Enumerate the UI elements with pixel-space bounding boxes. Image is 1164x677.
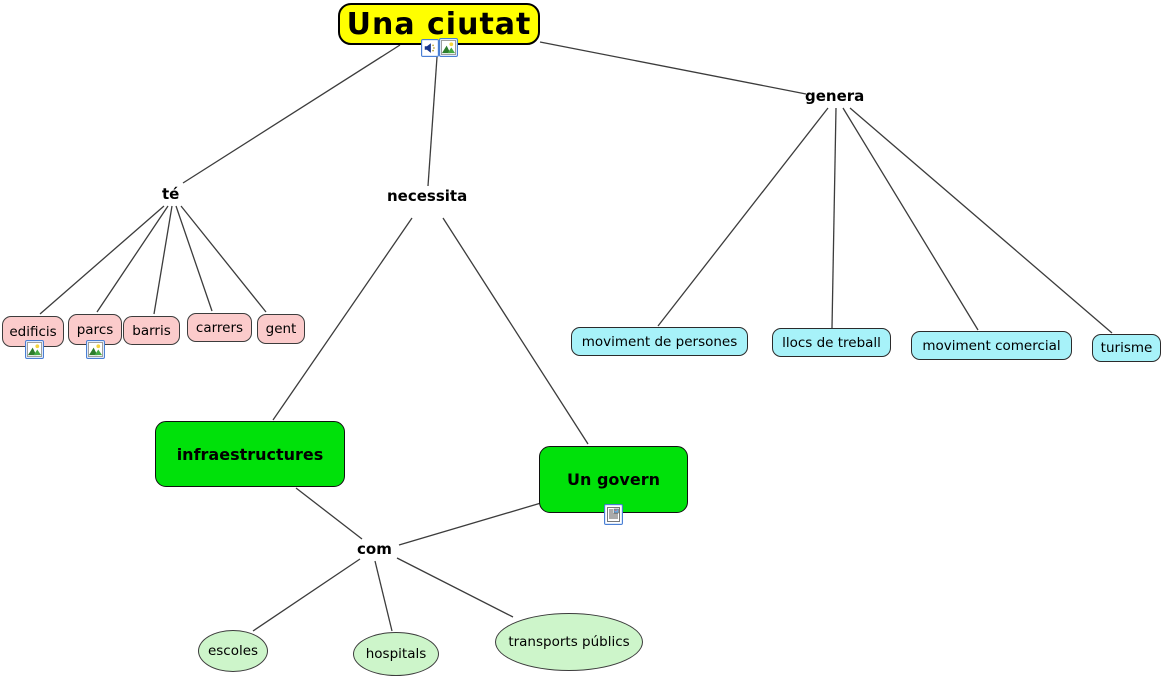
- concept-llocs-de-treball-label: llocs de treball: [782, 334, 881, 351]
- linking-phrase-necessita[interactable]: necessita: [387, 187, 467, 205]
- concept-un-govern[interactable]: Un govern: [539, 446, 688, 513]
- concept-una-ciutat-label: Una ciutat: [346, 6, 532, 42]
- concept-infraestructures-label: infraestructures: [176, 444, 324, 464]
- concept-moviment-de-persones-label: moviment de persones: [581, 333, 738, 350]
- concept-llocs-de-treball[interactable]: llocs de treball: [772, 328, 891, 357]
- image-icon[interactable]: [439, 38, 458, 57]
- linking-phrase-com[interactable]: com: [357, 540, 392, 558]
- image-icon[interactable]: [86, 340, 105, 359]
- linking-phrase-necessita-label: necessita: [387, 187, 468, 205]
- concept-transports-publics-label: transports públics: [508, 634, 630, 650]
- concept-escoles-label: escoles: [207, 643, 259, 659]
- concept-carrers[interactable]: carrers: [187, 313, 252, 342]
- concept-edificis-label: edificis: [9, 323, 57, 340]
- concept-turisme[interactable]: turisme: [1092, 334, 1161, 362]
- speaker-icon[interactable]: [421, 39, 439, 57]
- concept-moviment-comercial[interactable]: moviment comercial: [911, 331, 1072, 360]
- linking-phrase-com-label: com: [357, 540, 392, 558]
- concept-hospitals[interactable]: hospitals: [353, 632, 439, 676]
- linking-phrase-te-label: té: [162, 185, 180, 203]
- concept-hospitals-label: hospitals: [365, 646, 427, 662]
- document-icon[interactable]: [604, 504, 623, 525]
- concept-un-govern-label: Un govern: [567, 470, 660, 489]
- concept-turisme-label: turisme: [1100, 340, 1153, 356]
- linking-phrase-genera[interactable]: genera: [805, 87, 864, 105]
- image-icon[interactable]: [25, 340, 44, 359]
- concept-parcs-label: parcs: [76, 321, 114, 338]
- concept-moviment-comercial-label: moviment comercial: [922, 337, 1061, 354]
- concept-gent-label: gent: [265, 321, 297, 337]
- concept-carrers-label: carrers: [195, 319, 244, 336]
- concept-infraestructures[interactable]: infraestructures: [155, 421, 345, 487]
- concept-moviment-de-persones[interactable]: moviment de persones: [571, 327, 748, 356]
- concept-barris[interactable]: barris: [123, 316, 180, 345]
- linking-phrase-genera-label: genera: [805, 87, 865, 105]
- linking-phrase-te[interactable]: té: [162, 185, 179, 203]
- concept-gent[interactable]: gent: [257, 314, 305, 344]
- concept-escoles[interactable]: escoles: [198, 630, 268, 672]
- concept-barris-label: barris: [132, 322, 171, 339]
- concept-transports-publics[interactable]: transports públics: [495, 613, 643, 671]
